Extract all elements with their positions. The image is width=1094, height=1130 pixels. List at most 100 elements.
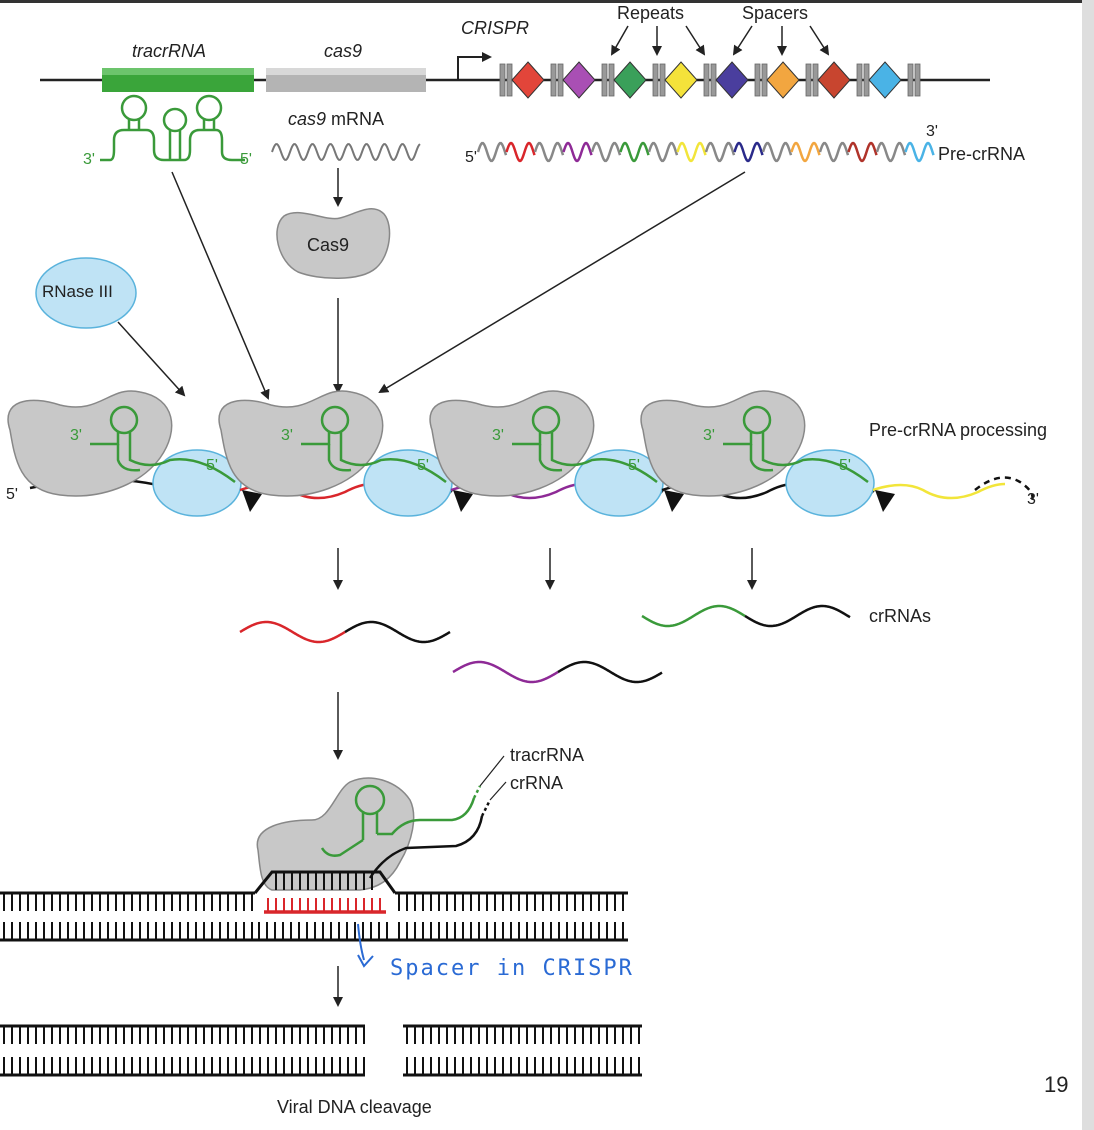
cas9-protein-unit: [218, 390, 384, 497]
repeat-bar-icon: [506, 63, 513, 97]
repeat-bar-icon: [652, 63, 659, 97]
spacer-diamond-icon: [817, 61, 851, 99]
repeat-bar-icon: [805, 63, 812, 97]
repeat-bar-icon: [659, 63, 666, 97]
unit1-5prime: 5': [206, 457, 218, 474]
tracrrna-hairpin: [531, 405, 561, 435]
processing-5prime: 5': [6, 486, 18, 503]
repeat-bar-icon: [863, 63, 870, 97]
crrna-strands: [239, 604, 851, 684]
rnase-iii-unit: [785, 449, 875, 517]
repeat-bar-icon: [856, 63, 863, 97]
repeat-bar-icon: [608, 63, 615, 97]
unit2-3prime: 3': [281, 427, 293, 444]
cas9-protein-unit: [429, 390, 595, 497]
pre-crrna-segment: [476, 141, 508, 163]
tracrrna-leader: [479, 755, 505, 787]
tracrrna-hairpin: [109, 405, 139, 435]
cleavage-site-icon: [242, 490, 262, 512]
crrna-dashed-tip: [480, 799, 492, 817]
tracrrna-stem: [327, 444, 352, 472]
pre-crrna-5prime: 5': [465, 149, 477, 166]
processing-3prime: 3': [1027, 491, 1039, 508]
tracrrna-5prime: 5': [240, 151, 252, 168]
cas9-mrna-label: cas9 mRNA: [288, 109, 385, 129]
crispr-label: CRISPR: [461, 18, 530, 38]
pre-crrna-wave: [476, 141, 935, 163]
complex-crrna-label: crRNA: [510, 773, 563, 793]
repeat-bar-icon: [761, 63, 768, 97]
tracrrna-dashed-tip: [472, 785, 482, 799]
repeat-bar-icon: [601, 63, 608, 97]
tracrrna-3prime: 3': [83, 151, 95, 168]
cleavage-site-icon: [875, 490, 895, 512]
cleavage-label: Viral DNA cleavage: [277, 1097, 432, 1117]
spacer-diamond-icon: [511, 61, 545, 99]
repeats-label: Repeats: [617, 3, 685, 23]
promoter-arrow-icon: [457, 52, 492, 80]
cas9-protein: [276, 208, 391, 279]
pre-crrna-segment: [676, 141, 707, 163]
complex-crrna: [368, 815, 484, 879]
pre-crrna-segment: [647, 141, 679, 163]
pre-crrna-segment: [904, 141, 935, 163]
pre-crrna-arrow: [378, 171, 746, 394]
crrna-green-spacer: [641, 604, 746, 628]
pre-crrna-segment: [733, 141, 764, 163]
tracrrna-arrow: [171, 171, 270, 400]
spacer-diamond-icon: [766, 61, 800, 99]
repeat-bar-icon: [914, 63, 921, 97]
repeat-bar-icon: [550, 63, 557, 97]
cleavage-site-icon: [453, 490, 473, 512]
repeat-bar-icon: [499, 63, 506, 97]
repeat-bar-icon: [907, 63, 914, 97]
pre-crrna-segment: [790, 141, 821, 163]
tracrrna-hairpin: [320, 405, 350, 435]
processing-label: Pre-crRNA processing: [869, 420, 1048, 440]
r-loop-top-strand: [253, 870, 397, 894]
repeat-bar-icon: [703, 63, 710, 97]
top-border: [0, 0, 1094, 3]
tracrrna-gene-highlight: [102, 68, 254, 75]
cas9-protein-unit: [7, 390, 173, 497]
pre-crrna-segment: [818, 141, 850, 163]
unit1-3prime: 3': [70, 427, 82, 444]
rnase-iii: [35, 257, 137, 329]
pre-crrna-dashed-end: [974, 476, 1034, 501]
spacer-diamond-icon: [868, 61, 902, 99]
tracrrna-gene-label: tracrRNA: [132, 41, 207, 61]
cas9-protein-label: Cas9: [307, 235, 350, 255]
page-number: 19: [1044, 1072, 1069, 1097]
pre-crrna-segment: [847, 141, 878, 163]
pre-crrna-segment: [761, 141, 793, 163]
tracrrna-hairpins: [120, 94, 223, 160]
complex-tracrrna-label: tracrRNA: [510, 745, 585, 765]
pre-crrna-segment: [590, 141, 622, 163]
repeat-pointers: [611, 25, 706, 56]
unit3-5prime: 5': [628, 457, 640, 474]
handwritten-arrow: [357, 923, 374, 968]
repeat-bar-icon: [557, 63, 564, 97]
cas9-protein-unit: [640, 390, 806, 497]
page-edge: [1082, 0, 1094, 1130]
pre-crrna-label: Pre-crRNA: [938, 144, 1026, 164]
pre-crrna-segment: [875, 141, 907, 163]
cleavage-site-icon: [664, 490, 684, 512]
handwritten-annotation: Spacer in CRISPR: [390, 956, 634, 981]
cas9-complex: [256, 777, 415, 891]
viral-dna: [0, 870, 642, 1077]
crrnas-label: crRNAs: [869, 606, 931, 626]
spacer-diamond-icon: [715, 61, 749, 99]
spacer-pointers: [732, 25, 830, 56]
cas9-mrna-wave: [271, 143, 421, 161]
pre-crrna-segment: [562, 141, 593, 163]
complex-tracrrna: [320, 784, 476, 857]
unit2-5prime: 5': [417, 457, 429, 474]
rnase-arrow: [117, 321, 186, 397]
tracrrna-stem: [538, 444, 563, 472]
pre-crrna-segment: [619, 141, 650, 163]
tracrrna-stem: [749, 444, 774, 472]
cas9-gene-highlight: [266, 68, 426, 75]
cas9-gene-label: cas9: [324, 41, 363, 61]
